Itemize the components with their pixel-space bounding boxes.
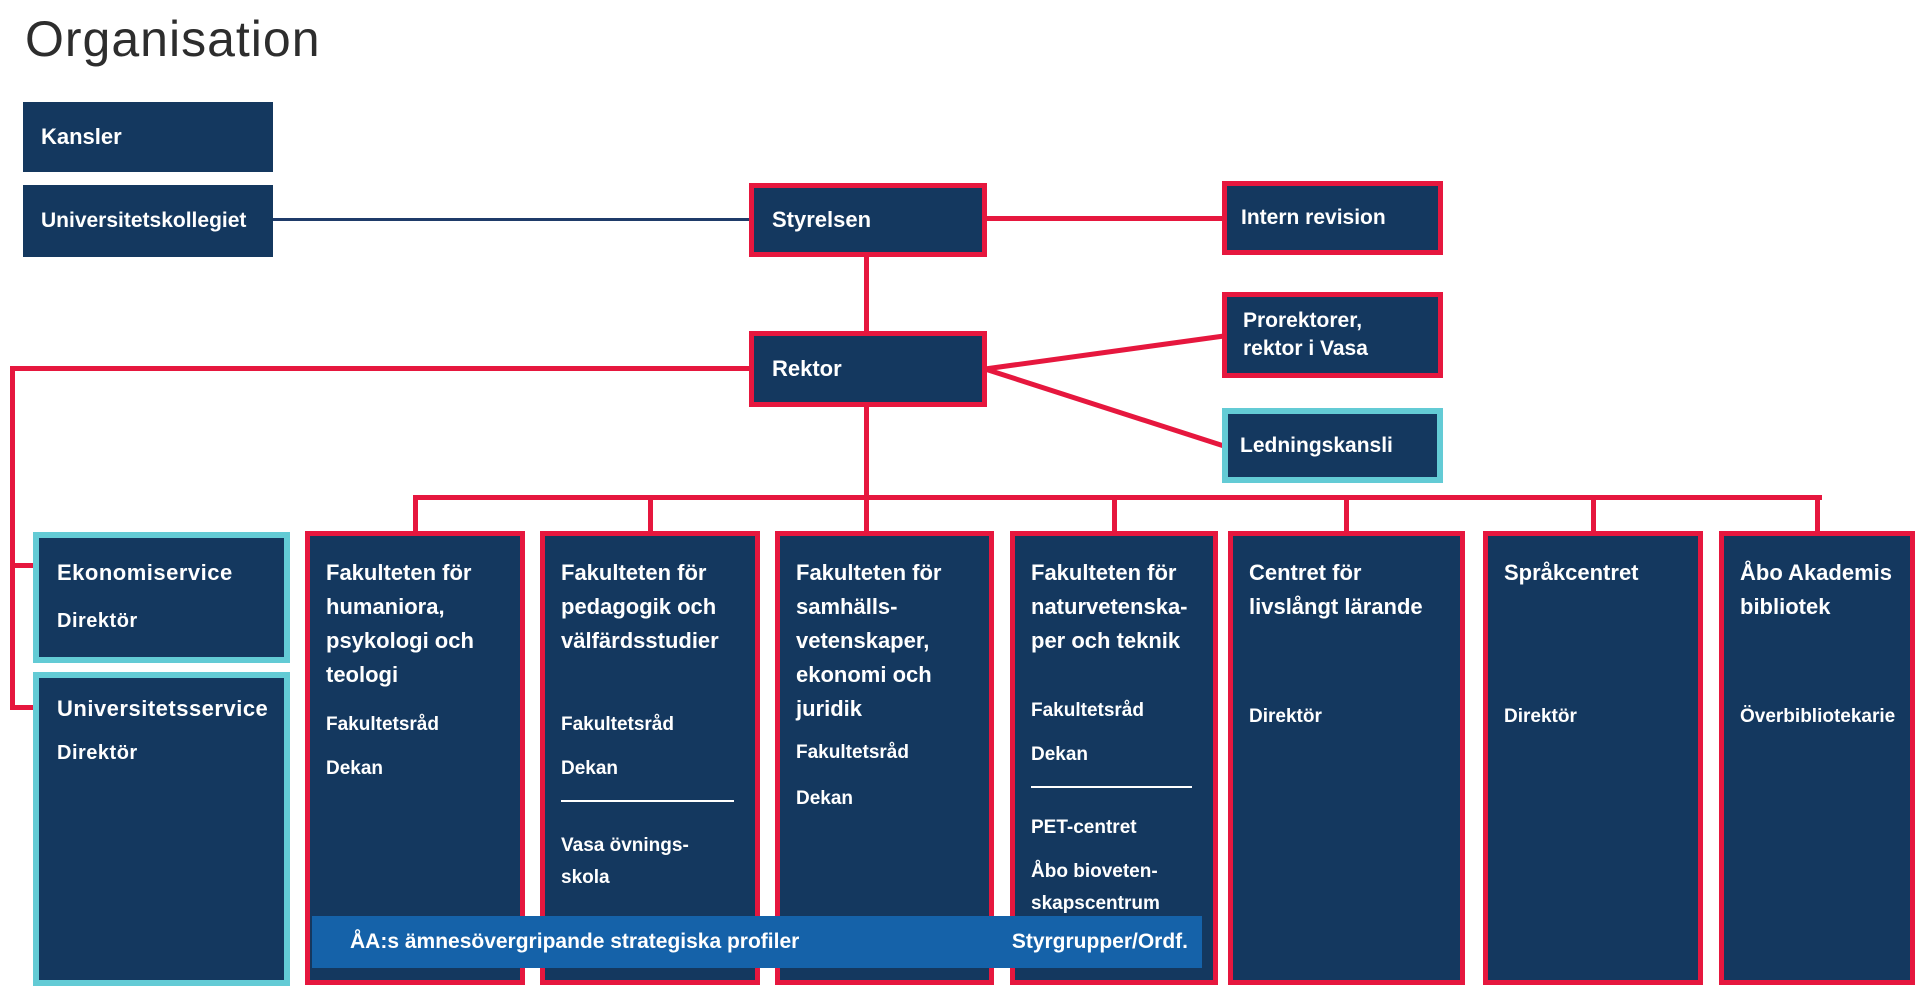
connector-left-vertical	[10, 366, 15, 710]
connector-rektor-prorektorer	[984, 333, 1225, 372]
column-row-fakultetsrad: Fakultetsråd	[326, 714, 439, 735]
node-rektor: Rektor	[749, 331, 987, 407]
column-title-line: Språkcentret	[1504, 560, 1639, 585]
column-row-fakultetsrad: Fakultetsråd	[561, 714, 674, 735]
column-row-overbibliotekarie: Överbibliotekarie	[1740, 706, 1896, 727]
column-title-line: per och teknik	[1031, 628, 1181, 653]
column-divider	[561, 800, 734, 802]
connector-rektor-down	[864, 405, 869, 535]
column-title-line: juridik	[796, 696, 863, 721]
column-sprakcentret: Språkcentret Direktör	[1483, 531, 1703, 985]
column-row-dekan: Dekan	[796, 788, 854, 809]
node-styrelsen-label: Styrelsen	[772, 207, 872, 232]
node-ledningskansli: Ledningskansli	[1222, 408, 1443, 483]
column-title-line: Centret för	[1249, 560, 1362, 585]
column-title-line: Fakulteten för	[326, 560, 472, 585]
column-title-line: teologi	[326, 662, 399, 687]
column-row-dekan: Dekan	[561, 758, 619, 779]
column-title-line: psykologi och	[326, 628, 474, 653]
column-unit-line: Åbo bioveten-	[1031, 861, 1158, 882]
column-divider	[1031, 786, 1193, 788]
strategic-profiles-banner: ÅA:s ämnesövergripande strategiska profi…	[312, 916, 1202, 968]
connector-stub-universitetsservice	[10, 705, 40, 710]
node-intern-revision-label: Intern revision	[1241, 206, 1386, 229]
column-title-line: Åbo Akademis	[1740, 560, 1893, 585]
node-prorektorer-line2: rektor i Vasa	[1243, 337, 1368, 360]
column-unit-line: skapscentrum	[1031, 893, 1160, 914]
node-universitetskollegiet-label: Universitetskollegiet	[41, 209, 247, 232]
column-title-line: naturvetenska-	[1031, 594, 1188, 619]
column-abo-akademis-bibliotek: Åbo Akademis bibliotek Överbibliotekarie	[1719, 531, 1915, 985]
column-row-dekan: Dekan	[326, 758, 384, 779]
column-title-line: humaniora,	[326, 594, 445, 619]
connector-styrelsen-rektor	[864, 255, 869, 335]
column-fakulteten-humaniora: Fakulteten för humaniora, psykologi och …	[305, 531, 525, 985]
column-unit-line: Vasa övnings-	[561, 835, 689, 856]
node-prorektorer: Prorektorer, rektor i Vasa	[1222, 292, 1443, 378]
connector-distribution-horizontal	[413, 495, 1822, 500]
connector-drop-6	[1591, 497, 1596, 535]
column-fakulteten-naturvetenskaper: Fakulteten för naturvetenska- per och te…	[1010, 531, 1218, 985]
node-ledningskansli-label: Ledningskansli	[1240, 433, 1393, 457]
node-kansler: Kansler	[23, 102, 273, 172]
node-kansler-label: Kansler	[41, 124, 122, 149]
column-title-line: samhälls-	[796, 594, 898, 619]
node-intern-revision: Intern revision	[1222, 181, 1443, 255]
column-title-line: bibliotek	[1740, 594, 1831, 619]
column-centret-livslangt-larande: Centret för livslångt lärande Direktör	[1228, 531, 1465, 985]
column-unit-line: skola	[561, 867, 610, 888]
connector-drop-5	[1344, 497, 1349, 535]
node-rektor-label: Rektor	[772, 356, 842, 381]
column-fakulteten-samhallsvetenskaper: Fakulteten för samhälls- vetenskaper, ek…	[775, 531, 994, 985]
column-title-line: pedagogik och	[561, 594, 717, 619]
column-row-direktor: Direktör	[1249, 706, 1322, 727]
connector-kollegiet-styrelsen	[273, 218, 749, 221]
column-unit-pet: PET-centret	[1031, 817, 1137, 838]
column-title-line: Fakulteten för	[561, 560, 707, 585]
column-title-line: Fakulteten för	[1031, 560, 1177, 585]
node-universitetskollegiet: Universitetskollegiet	[23, 185, 273, 257]
column-title-line: välfärdsstudier	[561, 628, 719, 653]
connector-stub-ekonomiservice	[10, 563, 40, 568]
banner-right-label: Styrgrupper/Ordf.	[1011, 930, 1188, 953]
banner-left-label: ÅA:s ämnesövergripande strategiska profi…	[350, 930, 800, 953]
node-ekonomiservice: Ekonomiservice Direktör	[33, 532, 290, 663]
connector-styrelsen-internrevision	[987, 216, 1222, 221]
page-title: Organisation	[25, 11, 321, 67]
node-ekonomiservice-title: Ekonomiservice	[57, 560, 233, 585]
column-title-line: Fakulteten för	[796, 560, 942, 585]
node-universitetsservice-role: Direktör	[57, 742, 138, 764]
column-row-dekan: Dekan	[1031, 744, 1089, 765]
column-title-line: vetenskaper,	[796, 628, 930, 653]
connector-drop-2	[648, 497, 653, 535]
column-title-line: livslångt lärande	[1249, 594, 1423, 619]
column-row-fakultetsrad: Fakultetsråd	[1031, 700, 1144, 721]
node-universitetsservice: Universitetsservice Direktör	[33, 672, 290, 986]
connector-rektor-ledningskansli	[984, 366, 1225, 449]
column-row-direktor: Direktör	[1504, 706, 1577, 727]
connector-drop-1	[413, 497, 418, 535]
column-fakulteten-pedagogik: Fakulteten för pedagogik och välfärdsstu…	[540, 531, 760, 985]
connector-rektor-left	[10, 366, 749, 371]
node-styrelsen: Styrelsen	[749, 183, 987, 257]
node-ekonomiservice-role: Direktör	[57, 610, 138, 632]
node-universitetsservice-title: Universitetsservice	[57, 696, 269, 721]
column-row-fakultetsrad: Fakultetsråd	[796, 742, 909, 763]
connector-drop-4	[1112, 497, 1117, 535]
column-title-line: ekonomi och	[796, 662, 932, 687]
connector-drop-7	[1815, 497, 1820, 535]
node-prorektorer-line1: Prorektorer,	[1243, 309, 1363, 332]
